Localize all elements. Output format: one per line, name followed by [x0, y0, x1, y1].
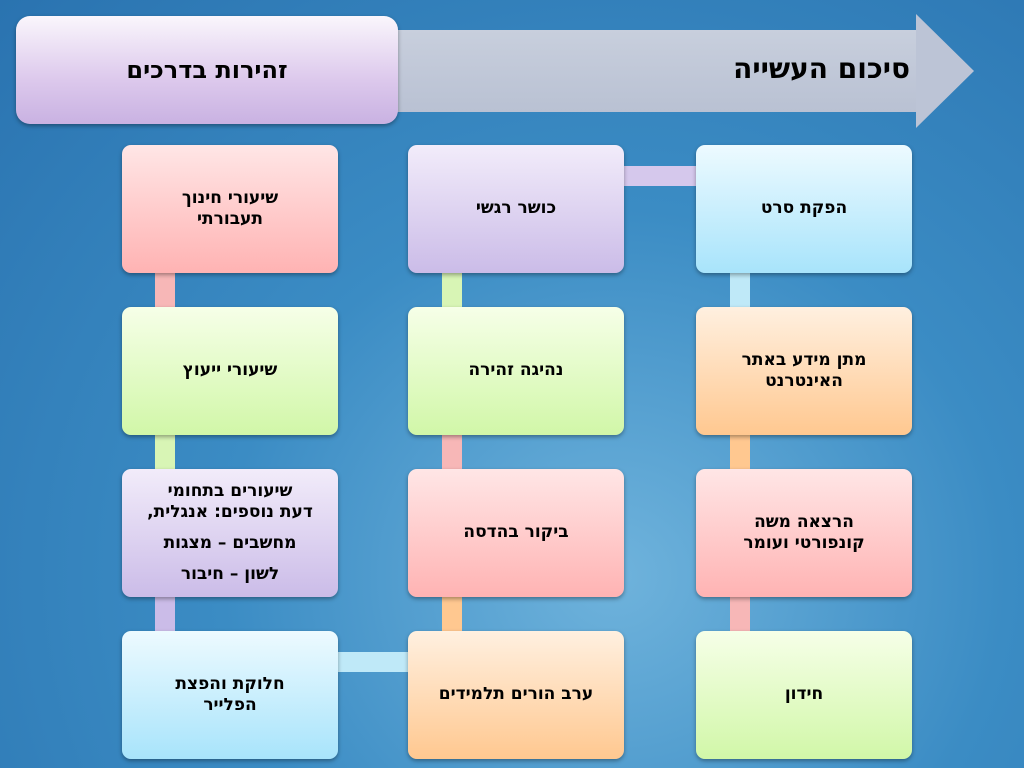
node-hadassah-visit: ביקור בהדסה — [408, 469, 624, 597]
slide-title: זהירות בדרכים — [126, 56, 288, 84]
node-text-line: תעבורתי — [197, 209, 263, 229]
node-text-line: חלוקת והפצת — [175, 673, 285, 694]
connector-a3-a4 — [155, 597, 175, 631]
node-text-line: כושר רגשי — [475, 198, 557, 219]
node-text-line: הרצאה משה — [754, 511, 854, 532]
node-text-line: נהיגה זהירה — [468, 360, 564, 381]
process-arrow-head — [916, 14, 974, 128]
node-flyer-distribution: חלוקת והפצת הפלייר — [122, 631, 338, 759]
connector-b3-b4 — [442, 597, 462, 631]
process-arrow-body — [380, 30, 920, 112]
title-box: זהירות בדרכים — [16, 16, 398, 124]
node-text-line: מחשבים – מצגות — [163, 533, 297, 553]
node-text-line: שיעורי ייעוץ — [182, 360, 278, 381]
node-lecture: הרצאה משה קונפורטי ועומר — [696, 469, 912, 597]
connector-c1-c2 — [730, 273, 750, 307]
node-film-production: הפקת סרט — [696, 145, 912, 273]
node-text-line: קונפורטי ועומר — [743, 533, 865, 553]
connector-b1-c1 — [624, 166, 696, 186]
node-careful-driving: נהיגה זהירה — [408, 307, 624, 435]
node-text-line: חידון — [784, 684, 824, 705]
process-arrow-label: סיכום העשייה — [733, 52, 910, 85]
node-other-subjects: שיעורים בתחומי דעת נוספים: אנגלית, מחשבי… — [122, 469, 338, 597]
node-website-info: מתן מידע באתר האינטרנט — [696, 307, 912, 435]
node-quiz: חידון — [696, 631, 912, 759]
node-text-line: הפקת סרט — [760, 198, 848, 219]
node-text-line: דעת נוספים: אנגלית, — [147, 501, 313, 522]
node-text-line: שיעורים בתחומי — [167, 480, 293, 501]
node-text-line: ביקור בהדסה — [463, 522, 569, 543]
node-parents-evening: ערב הורים תלמידים — [408, 631, 624, 759]
connector-a2-a3 — [155, 435, 175, 469]
node-text-line: הפלייר — [203, 695, 257, 715]
connector-b2-b3 — [442, 435, 462, 469]
node-emotional-fitness: כושר רגשי — [408, 145, 624, 273]
node-text-line: שיעורי חינוך — [181, 187, 279, 208]
connector-a4-b4 — [338, 652, 408, 672]
node-counseling-lessons: שיעורי ייעוץ — [122, 307, 338, 435]
connector-a1-a2 — [155, 273, 175, 307]
connector-c2-c3 — [730, 435, 750, 469]
node-text-line: האינטרנט — [765, 371, 843, 391]
node-education-lessons: שיעורי חינוך תעבורתי — [122, 145, 338, 273]
node-text-line: ערב הורים תלמידים — [438, 684, 594, 705]
connector-b1-b2 — [442, 273, 462, 307]
connector-c3-c4 — [730, 597, 750, 631]
node-text-line: מתן מידע באתר — [741, 349, 867, 370]
node-text-line: לשון – חיבור — [180, 564, 280, 585]
